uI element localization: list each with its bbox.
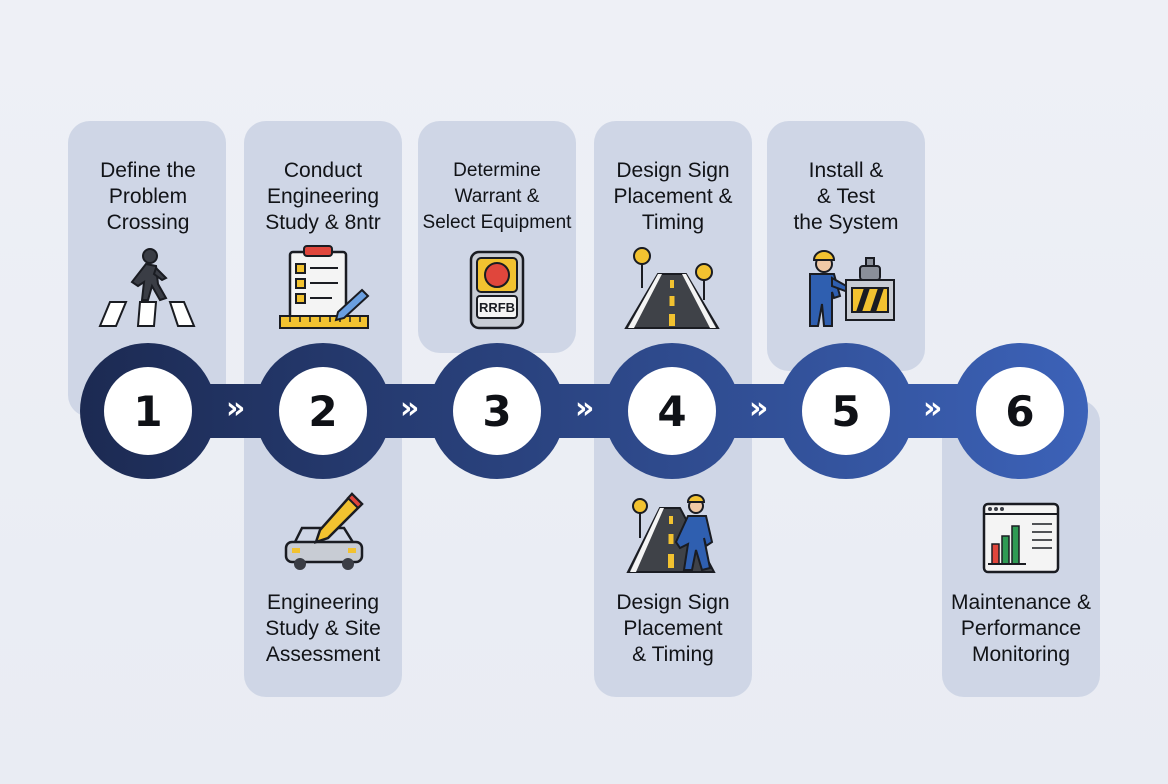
step-1-title: Define the Problem Crossing [100,159,196,234]
step-6-number: 6 [976,367,1064,455]
chevron-right-icon: » [226,391,246,426]
chevron-right-icon: » [575,391,595,426]
car-pencil-icon [284,492,364,570]
step-3-title: Determine Warrant & Select Equipment [422,160,572,233]
chevron-right-icon: » [923,391,943,426]
step-4-title: Design Sign Placement & Timing [613,159,733,234]
pedestrian-crosswalk-icon [98,248,196,327]
step-4-number: 4 [628,367,716,455]
step-2-number: 2 [279,367,367,455]
rrfb-beacon-icon: RRFB [469,250,525,330]
step-5-number: 5 [802,367,890,455]
step-5-panel [767,121,925,371]
step-1-number: 1 [104,367,192,455]
road-worker-icon [626,494,716,573]
chevron-right-icon: » [400,391,420,426]
performance-chart-icon [982,502,1060,574]
worker-install-icon [809,250,895,327]
step-2-title: Conduct Engineering Study & 8ntr [265,159,381,234]
step-6-bottom-text: Maintenance & Performance Monitoring [950,591,1092,666]
step-2-bottom-text: Engineering Study & Site Assessment [265,591,381,666]
step-4-bottom-text: Design Sign Placement & Timing [616,591,730,666]
road-signs-icon [624,247,720,329]
chevron-right-icon: » [749,391,769,426]
step-5-title: Install & & Test the System [793,159,899,234]
step-3-number: 3 [453,367,541,455]
checklist-ruler-icon [279,245,370,329]
rrfb-label: RRFB [479,300,515,315]
